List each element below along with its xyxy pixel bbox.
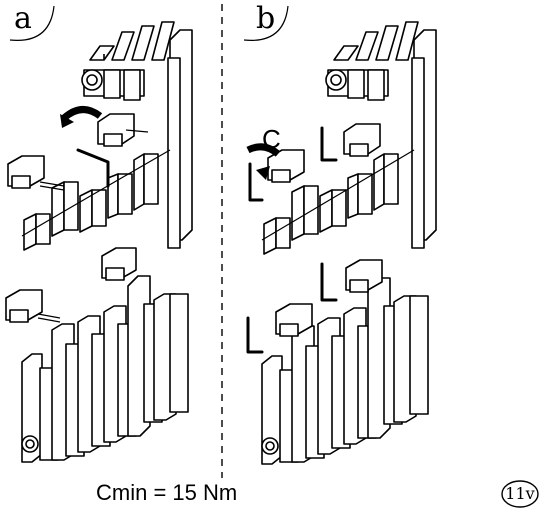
panel-a-label: a [14, 1, 32, 36]
bracket-a-center [76, 113, 149, 188]
rotate-arrow-b-head [256, 166, 270, 180]
rotate-arrow-a-head [60, 114, 74, 128]
label-a-arc [9, 5, 55, 41]
bracket-a-bottom-top [101, 247, 137, 281]
bracket-b-bottom-top [320, 259, 383, 302]
callout-c: C [262, 124, 281, 154]
panel-a-bottom-radiator [21, 275, 189, 463]
page-code-circle [501, 480, 539, 508]
page-code: 11v [505, 484, 535, 503]
bracket-b-center [320, 123, 381, 162]
torque-spec: Cmin = 15 Nm [96, 480, 238, 505]
bracket-b-bottom-left [246, 303, 313, 354]
panel-b-label: b [256, 1, 276, 36]
panel-b-bottom-radiator [261, 277, 429, 465]
label-b-arc [243, 5, 289, 41]
bracket-a-bottom-left [5, 289, 61, 323]
bracket-a-left [7, 155, 65, 191]
bracket-b-left [248, 149, 305, 202]
rotate-arrow-b [246, 143, 281, 157]
panel-b-top-radiator [261, 21, 437, 255]
rotate-arrow-a [61, 106, 103, 121]
panel-a-top-radiator [21, 21, 193, 251]
